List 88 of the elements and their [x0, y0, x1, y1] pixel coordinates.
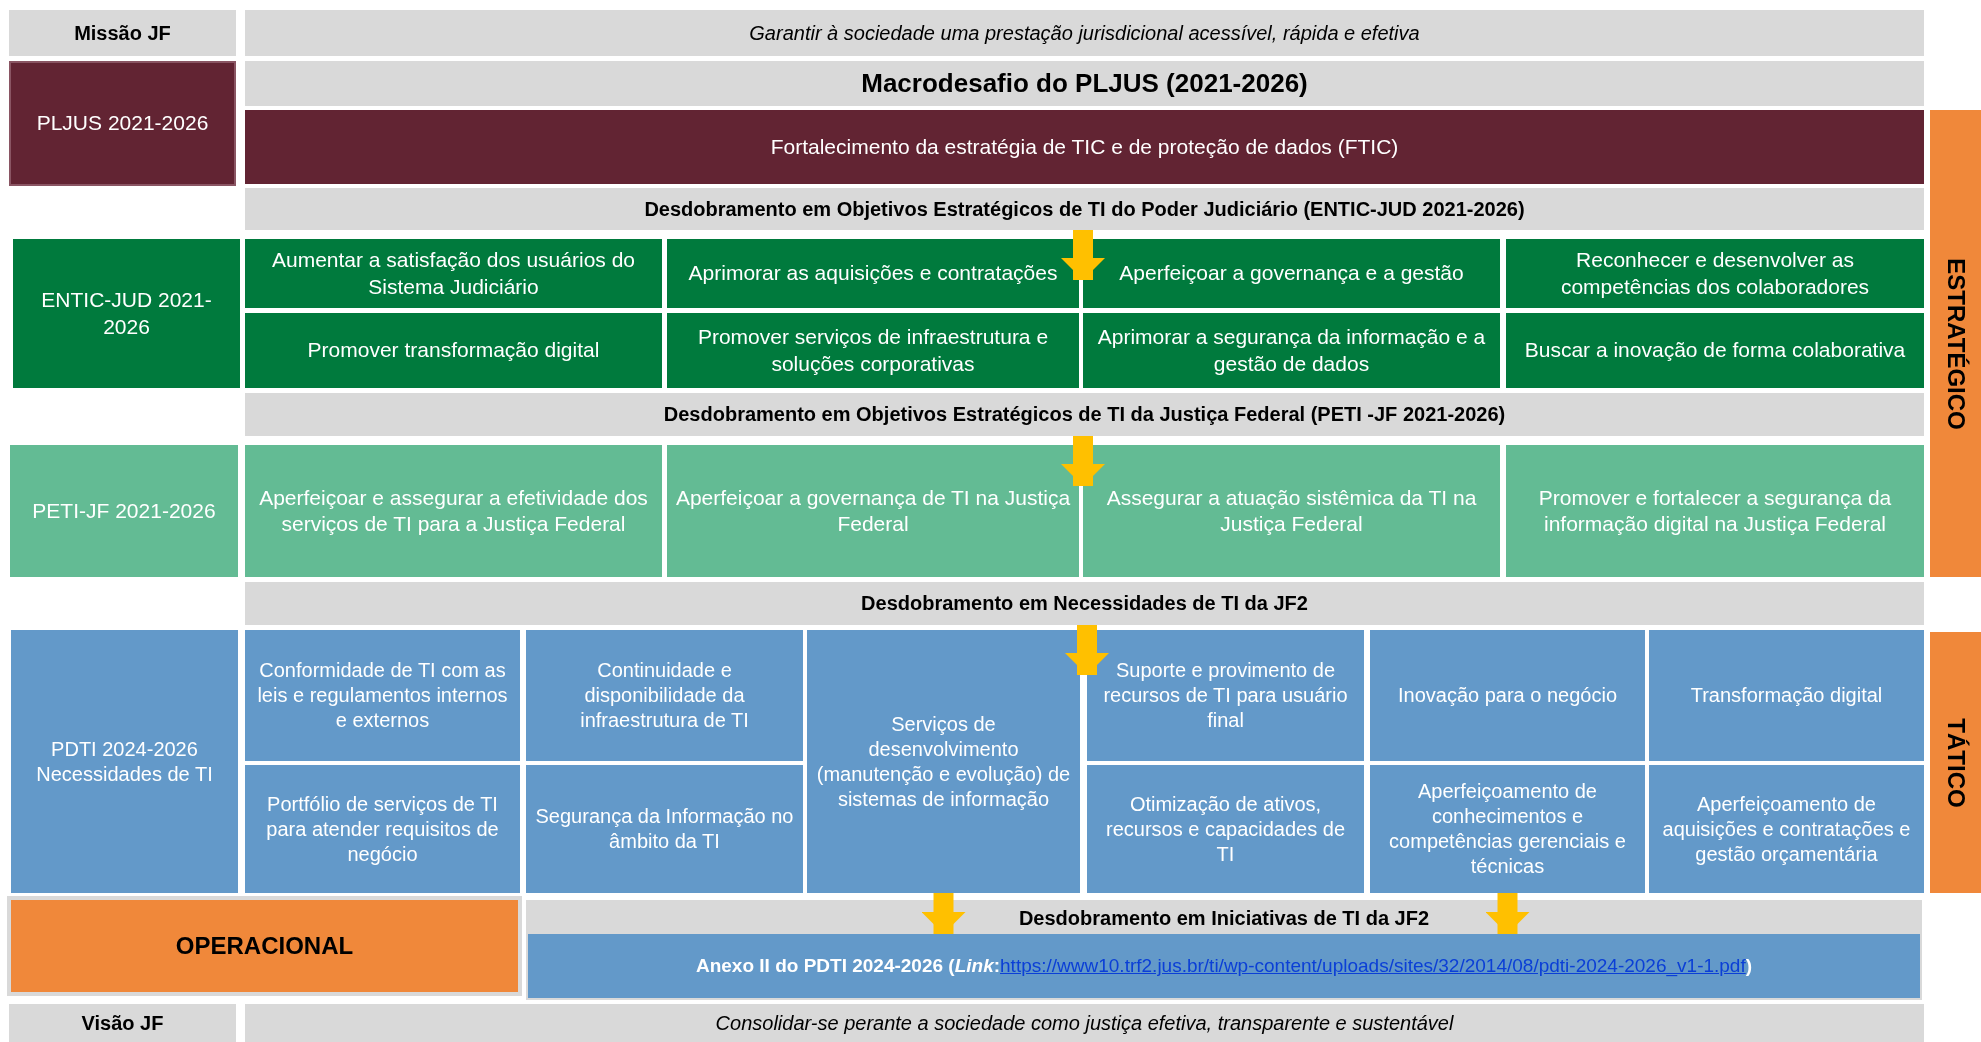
need-text: Continuidade e disponibilidade da infraestrutura de TI: [579, 658, 750, 733]
need-text: Conformidade de TI com as leis e regulamentos internos e externos: [256, 658, 509, 733]
objective-text: Aprimorar a segurança da informação e a gestão de dados: [1096, 324, 1487, 377]
statement-band: [245, 10, 1924, 56]
down-arrow: [921, 893, 966, 934]
level-band: [1930, 110, 1981, 577]
objective-cell: [667, 313, 1079, 388]
objective-text: Aperfeiçoar a governança e a gestão: [1119, 260, 1464, 287]
need-text: PDTI 2024-2026 Necessidades de TI: [35, 736, 214, 787]
objective-cell: [1083, 313, 1500, 388]
need-text: Serviços de desenvolvimento (manutenção e evolução) de sistemas de informação: [815, 711, 1072, 812]
need-text: Otimização de ativos, recursos e capacidades de TI: [1104, 791, 1346, 867]
level-band: [1930, 632, 1981, 893]
plan-label-cell: [9, 61, 236, 186]
objective-text: Reconhecer e desenvolver as competências dos colaboradores: [1559, 247, 1871, 300]
annex-title: Anexo II do PDTI 2024-2026 (Link:: [695, 954, 1001, 978]
objective-cell: [10, 445, 238, 577]
objective-cell: [1506, 239, 1924, 308]
need-cell: [245, 765, 520, 893]
objective-text: ENTIC-JUD 2021-2026: [40, 287, 213, 340]
section-heading: Desdobramento em Necessidades de TI da JF2: [861, 591, 1308, 616]
need-cell: [1087, 630, 1364, 761]
need-text: Suporte e provimento de recursos de TI para usuário final: [1102, 658, 1349, 733]
need-cell: [11, 630, 238, 893]
objective-cell: [1506, 313, 1924, 388]
need-text: Segurança da Informação no âmbito da TI: [534, 804, 795, 854]
objective-cell: [245, 313, 662, 388]
need-cell: [1649, 630, 1924, 761]
need-cell: [526, 765, 803, 893]
objective-text: Promover transformação digital: [307, 337, 600, 364]
section-heading-band: [245, 188, 1924, 230]
objective-text: Promover e fortalecer a segurança da informação digital na Justiça Federal: [1537, 484, 1893, 537]
need-text: Portfólio de serviços de TI para atender requisitos de negócio: [265, 791, 500, 867]
down-arrow: [1061, 230, 1105, 280]
challenge-text: Fortalecimento da estratégia de TIC e de proteção de dados (FTIC): [770, 133, 1399, 160]
objective-text: Aperfeiçoar e assegurar a efetividade dos serviços de TI para a Justiça Federal: [258, 484, 649, 537]
objective-text: Assegurar a atuação sistêmica da TI na Justiça Federal: [1105, 484, 1478, 537]
objective-text: Buscar a inovação de forma colaborativa: [1524, 337, 1906, 364]
statement-text: Garantir à sociedade uma prestação jurisdicional acessível, rápida e efetiva: [749, 20, 1420, 46]
objective-text: Aumentar a satisfação dos usuários do Sistema Judiciário: [270, 247, 636, 300]
row-label-cell: [9, 1004, 236, 1042]
objective-cell: [1506, 445, 1924, 577]
title-band: [245, 61, 1924, 106]
need-cell: [1649, 765, 1924, 893]
title-text: Macrodesafio do PLJUS (2021-2026): [861, 67, 1308, 100]
need-cell: [1370, 630, 1645, 761]
need-text: Transformação digital: [1690, 683, 1883, 708]
objective-cell: [667, 445, 1079, 577]
level-label: ESTRATÉGICO: [1941, 257, 1971, 430]
objective-cell: [245, 239, 662, 308]
document-link: https://www10.trf2.jus.br/ti/wp-content/uploads/sites/32/2014/08/pdti-2024-2026_v1-1.pdf: [1000, 954, 1746, 978]
section-heading: Desdobramento em Iniciativas de TI da JF2: [1018, 906, 1430, 931]
need-cell: [1087, 765, 1364, 893]
need-cell: [245, 630, 520, 761]
need-cell: [526, 630, 803, 761]
objective-text: Aprimorar as aquisições e contratações: [688, 260, 1058, 287]
closing-parenthesis: ): [1745, 954, 1753, 978]
statement-text: Consolidar-se perante a sociedade como justiça efetiva, transparente e sustentável: [715, 1010, 1454, 1036]
objective-cell: [1083, 239, 1500, 308]
objective-text: Promover serviços de infraestrutura e soluções corporativas: [696, 324, 1050, 377]
section-heading-band: [526, 900, 1922, 1000]
challenge-band: [245, 110, 1924, 184]
objective-cell: [1083, 445, 1500, 577]
objective-cell: [667, 239, 1079, 308]
objective-cell: [245, 445, 662, 577]
need-text: Inovação para o negócio: [1397, 683, 1618, 708]
section-heading-band: [245, 582, 1924, 625]
row-label: Visão JF: [81, 1010, 164, 1036]
row-label-cell: [9, 10, 236, 56]
down-arrow: [1485, 893, 1530, 934]
need-text: Aperfeiçoamento de aquisições e contratações e gestão orçamentária: [1661, 791, 1912, 867]
level-label: TÁTICO: [1941, 717, 1971, 808]
objective-text: Aperfeiçoar a governança de TI na Justiça Federal: [675, 484, 1071, 537]
down-arrow: [1061, 436, 1105, 486]
annex-band: [528, 934, 1920, 998]
objective-cell: [13, 239, 240, 388]
down-arrow: [1065, 625, 1109, 675]
section-heading: Desdobramento em Objetivos Estratégicos de TI do Poder Judiciário (ENTIC-JUD 2021-2026): [644, 196, 1525, 222]
plan-label: PLJUS 2021-2026: [36, 110, 209, 137]
section-heading-band: [245, 393, 1924, 436]
section-heading: Desdobramento em Objetivos Estratégicos de TI da Justiça Federal (PETI -JF 2021-2026): [663, 402, 1506, 427]
objective-text: PETI-JF 2021-2026: [32, 497, 216, 524]
need-cell: [1370, 765, 1645, 893]
level-label: OPERACIONAL: [175, 931, 354, 961]
need-text: Aperfeiçoamento de conhecimentos e competências gerenciais e técnicas: [1388, 779, 1627, 879]
row-label: Missão JF: [74, 20, 171, 46]
statement-band: [245, 1004, 1924, 1042]
need-cell: [807, 630, 1080, 893]
